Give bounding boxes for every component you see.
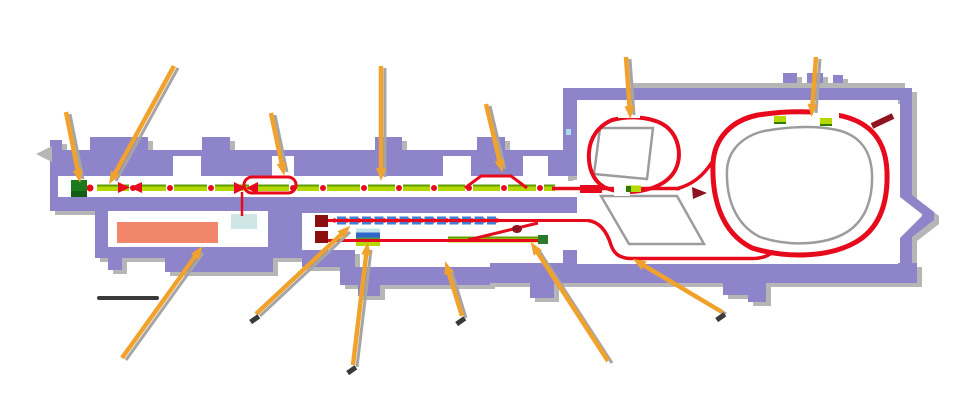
annotation-arrow-linac-early (268, 112, 289, 176)
arrowhead-icon (376, 168, 386, 181)
linac-segment (97, 184, 129, 191)
annotation-arrow-lower-linac (530, 241, 614, 364)
arrowhead-icon (494, 159, 505, 173)
label-smudge (715, 312, 727, 323)
door-marker (566, 129, 571, 135)
beam-dot (361, 185, 367, 191)
linac-segment (174, 184, 207, 191)
lower-line-end-block (538, 235, 548, 244)
transfer-line (675, 161, 714, 191)
beam-dot (501, 185, 507, 191)
beam-dot (167, 185, 173, 191)
linac-segment (257, 184, 289, 191)
arrowhead-icon (276, 162, 287, 176)
beam-dump-lower (315, 231, 328, 243)
arrowhead-icon (190, 246, 203, 260)
beam-dump-upper (315, 215, 328, 227)
arrowhead-icon (109, 170, 120, 185)
linac-segment (544, 184, 555, 191)
label-smudge (455, 316, 467, 327)
experimental-hall (117, 222, 218, 243)
beam-dot (208, 185, 214, 191)
gray-outlines (36, 83, 905, 300)
linac-segment (403, 184, 430, 191)
beam-direction-arrow (692, 187, 707, 199)
arrowhead-icon (361, 242, 372, 256)
linac-segment (297, 184, 319, 191)
linac-segment (137, 184, 166, 191)
annotation-arrow-booster-ring (623, 56, 636, 119)
return-line (587, 218, 776, 261)
annotation-arrow-linac-mid (376, 66, 387, 181)
beam-dot (320, 185, 326, 191)
booster-inner-wall (592, 126, 655, 181)
small-lab-station (231, 214, 257, 229)
arrowhead-icon (444, 261, 454, 276)
beam-dot (431, 185, 437, 191)
linac-segment (215, 184, 249, 191)
beam-dot (86, 184, 94, 192)
kicker-bowtie (118, 182, 130, 193)
label-smudge (249, 314, 261, 325)
arrowhead-icon (624, 105, 635, 119)
linac-segment (438, 184, 465, 191)
scale-smudge (97, 296, 159, 300)
label-smudge (346, 365, 358, 376)
annotation-arrow-shield-wall (444, 261, 468, 327)
annotation-arrow-gun (63, 111, 85, 183)
linac-segment (473, 184, 500, 191)
arrowhead-icon (807, 103, 818, 117)
beam-lines (240, 109, 890, 261)
storage-ring-inner-wall (725, 125, 874, 245)
storage-ring (710, 109, 890, 258)
annotation-arrow-dogleg (483, 103, 507, 173)
linac-segment (327, 184, 360, 191)
beam-symbols (118, 182, 258, 194)
electron-gun (71, 180, 87, 197)
annotation-arrows (63, 56, 822, 376)
annotation-arrow-return-line (632, 258, 727, 323)
linac-line (86, 184, 555, 192)
beam-dot (396, 185, 402, 191)
dark-red-symbols (512, 187, 707, 233)
arrowhead-icon (337, 225, 351, 239)
beam-dot (537, 185, 543, 191)
annotation-arrow-undulator (346, 242, 373, 376)
south-hall-outline (598, 194, 707, 246)
bypass-loop (242, 175, 298, 195)
linac-segment (368, 184, 395, 191)
annotation-arrow-storage-ring (807, 56, 822, 117)
linac-segment (508, 184, 536, 191)
septum-stub (870, 113, 895, 129)
arrowhead-icon (632, 258, 647, 270)
annotation-arrow-linac-start (109, 64, 180, 185)
west-gate-mark (36, 146, 52, 162)
annotation-arrow-beam-dumps (249, 225, 352, 325)
annotation-arrow-hall-annex (120, 246, 205, 361)
arrowhead-icon (72, 169, 83, 183)
bend-magnet-dot (512, 225, 522, 233)
dogleg (464, 174, 528, 190)
arrowhead-icon (530, 241, 543, 256)
